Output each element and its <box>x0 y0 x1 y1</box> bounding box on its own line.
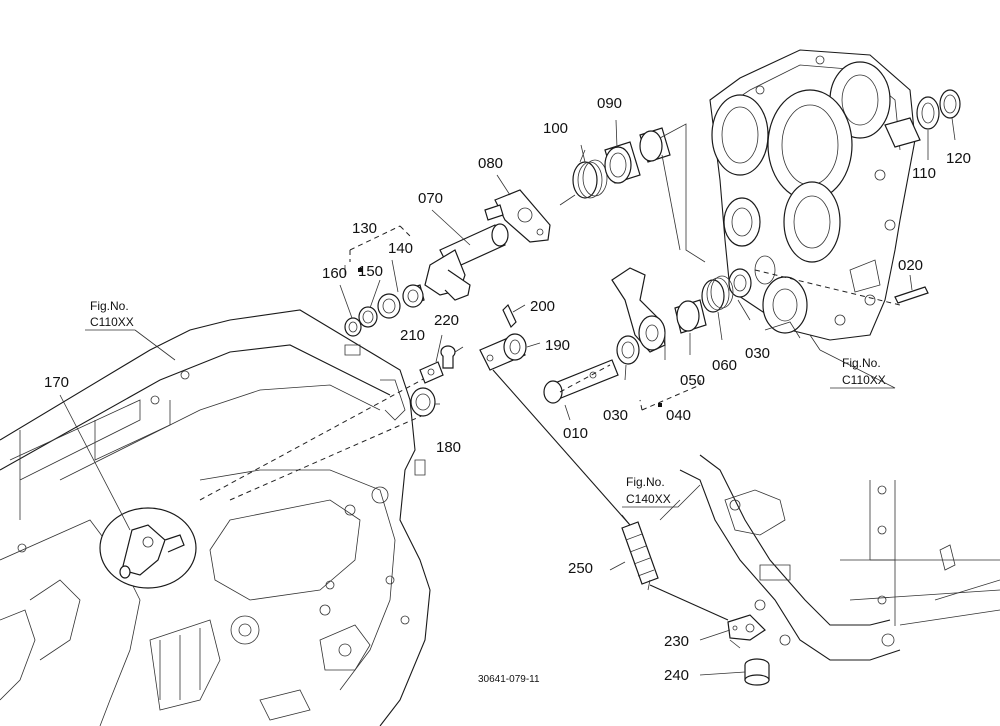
part-210-plate <box>419 361 444 384</box>
label-100: 100 <box>543 120 568 137</box>
transmission-case-left <box>0 309 441 726</box>
label-250: 250 <box>568 560 593 577</box>
label-070: 070 <box>418 190 443 207</box>
label-090: 090 <box>597 95 622 112</box>
label-160: 160 <box>322 265 347 282</box>
label-030-lower: 030 <box>603 407 628 424</box>
label-120: 120 <box>946 150 971 167</box>
fig-ref-left-line1: Fig.No. <box>90 299 129 313</box>
part-060-spring <box>701 275 734 313</box>
label-190: 190 <box>545 337 570 354</box>
fig-ref-bottom[interactable]: Fig.No. C140XX <box>622 475 701 508</box>
fig-ref-right-line1: Fig.No. <box>842 356 881 370</box>
label-170: 170 <box>44 374 69 391</box>
sleeve-upper <box>639 127 671 163</box>
fig-ref-left[interactable]: Fig.No. C110XX <box>85 299 135 331</box>
leader-lines <box>59 117 956 676</box>
label-240: 240 <box>664 667 689 684</box>
part-030-washer-lower <box>616 335 640 365</box>
part-030-washer-upper <box>728 268 752 298</box>
label-130: 130 <box>352 220 377 237</box>
part-070-shaft <box>424 223 509 301</box>
part-120-snap-ring <box>939 89 961 119</box>
fig-ref-right[interactable]: Fig.No. C110XX <box>819 349 896 389</box>
part-020-pin <box>894 286 929 304</box>
label-220: 220 <box>434 312 459 329</box>
part-040-lever <box>611 267 666 353</box>
part-140-bushing <box>377 284 425 319</box>
drawing-code: 30641-079-11 <box>478 674 540 685</box>
part-240-bolt <box>744 658 770 686</box>
part-010-shaft <box>543 359 619 404</box>
part-230-plate <box>727 614 766 641</box>
label-210: 210 <box>400 327 425 344</box>
label-050: 050 <box>680 372 705 389</box>
label-060: 060 <box>712 357 737 374</box>
bracket-130 <box>344 225 413 275</box>
fig-ref-left-line2: C110XX <box>90 315 134 329</box>
part-190-lever <box>479 333 527 371</box>
fig-ref-bottom-line2: C140XX <box>626 492 671 506</box>
part-150-washer <box>358 306 378 328</box>
part-labels: 010 020 030 030 040 050 060 070 080 090 … <box>44 95 971 684</box>
part-170-shifter <box>99 507 197 589</box>
housing-bottom-right <box>679 454 1000 661</box>
label-150: 150 <box>358 263 383 280</box>
label-080: 080 <box>478 155 503 172</box>
label-010: 010 <box>563 425 588 442</box>
label-040: 040 <box>666 407 691 424</box>
part-050-bushing <box>674 299 707 334</box>
part-080-plate <box>484 189 551 243</box>
guide-lines <box>492 123 901 649</box>
fig-ref-right-line2: C110XX <box>842 373 886 387</box>
part-160-snap-ring <box>344 317 362 337</box>
label-030-upper: 030 <box>745 345 770 362</box>
gear-housing-right <box>709 49 916 341</box>
part-110-bushing <box>884 96 940 148</box>
label-020: 020 <box>898 257 923 274</box>
label-110: 110 <box>912 165 936 182</box>
label-200: 200 <box>530 298 555 315</box>
part-200-pin <box>502 303 517 329</box>
part-090-bushing <box>604 141 641 184</box>
part-100-spring <box>559 149 608 206</box>
part-180-oil-seal <box>410 387 436 417</box>
label-140: 140 <box>388 240 413 257</box>
part-250-spring <box>621 514 659 591</box>
label-230: 230 <box>664 633 689 650</box>
bracket-040 <box>639 375 701 411</box>
label-180: 180 <box>436 439 461 456</box>
part-220-bolt <box>440 345 456 369</box>
fig-ref-bottom-line1: Fig.No. <box>626 475 665 489</box>
